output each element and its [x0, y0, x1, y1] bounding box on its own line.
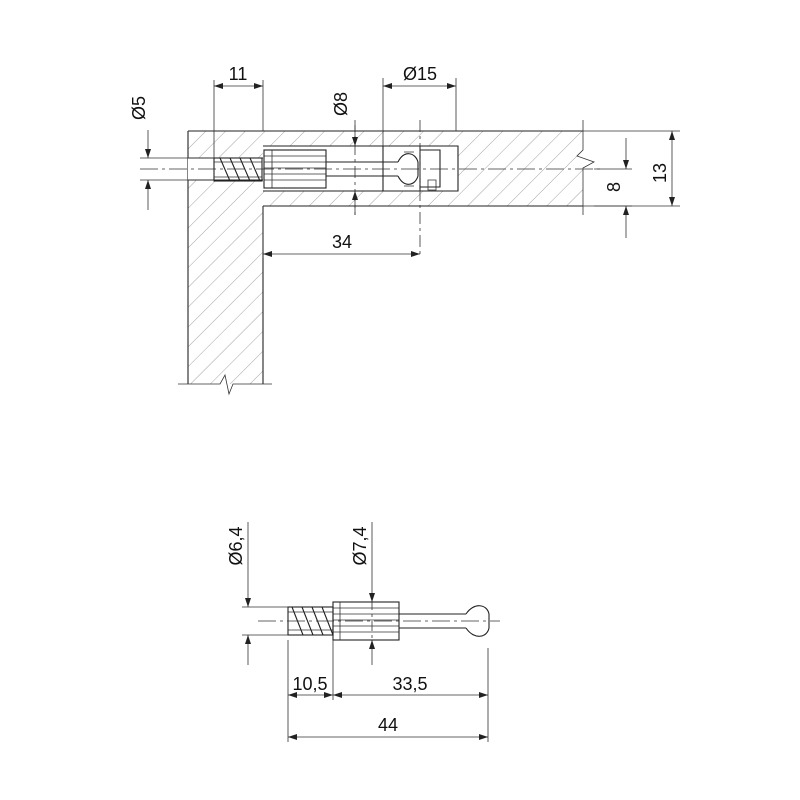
dimension-thread-diameter: Ø6,4	[226, 522, 288, 665]
dimension-sleeve-diameter: Ø7,4	[350, 522, 375, 665]
break-line	[178, 373, 272, 396]
dimension-label-hole-distance: 34	[332, 232, 352, 252]
dimension-panel-offset: 8	[594, 138, 632, 238]
dimension-label-shank-length: 33,5	[392, 674, 427, 694]
dimension-bolt-hole-diameter: Ø8	[331, 92, 358, 215]
break-line	[576, 120, 595, 215]
dimension-label-panel-thickness: 13	[650, 163, 670, 183]
dimension-label-thread-diameter: Ø6,4	[226, 526, 246, 565]
dimension-label-cam-diameter: Ø15	[403, 64, 437, 84]
dimension-label-panel-offset: 8	[604, 182, 624, 192]
dimension-cam-diameter: Ø15	[382, 64, 457, 146]
screw-thread	[213, 157, 263, 182]
dimension-label-thread-length: 10,5	[292, 674, 327, 694]
dimension-shank-length: 33,5	[333, 674, 488, 698]
dimension-pin-hole-diameter: Ø5	[129, 96, 214, 210]
dimension-pin-length: 11	[213, 64, 264, 158]
dimension-label-pin-hole-diameter: Ø5	[129, 96, 149, 120]
dimension-label-bolt-hole-diameter: Ø8	[331, 92, 351, 116]
dimension-label-total-length: 44	[378, 715, 398, 735]
assembly-view: 11 Ø15 Ø5 Ø8 34	[129, 64, 680, 396]
dimension-panel-thickness: 13	[583, 130, 680, 207]
bolt-bore	[263, 145, 459, 192]
bolt-detail-view: Ø6,4 Ø7,4 10,5 33,5 44	[226, 522, 500, 742]
dimension-label-pin-length: 11	[229, 64, 248, 84]
dimension-thread-length: 10,5	[288, 674, 333, 698]
dimension-hole-distance: 34	[262, 206, 420, 258]
bolt-shank	[399, 605, 490, 637]
dimension-total-length: 44	[288, 715, 488, 740]
dimension-label-sleeve-diameter: Ø7,4	[350, 526, 370, 565]
